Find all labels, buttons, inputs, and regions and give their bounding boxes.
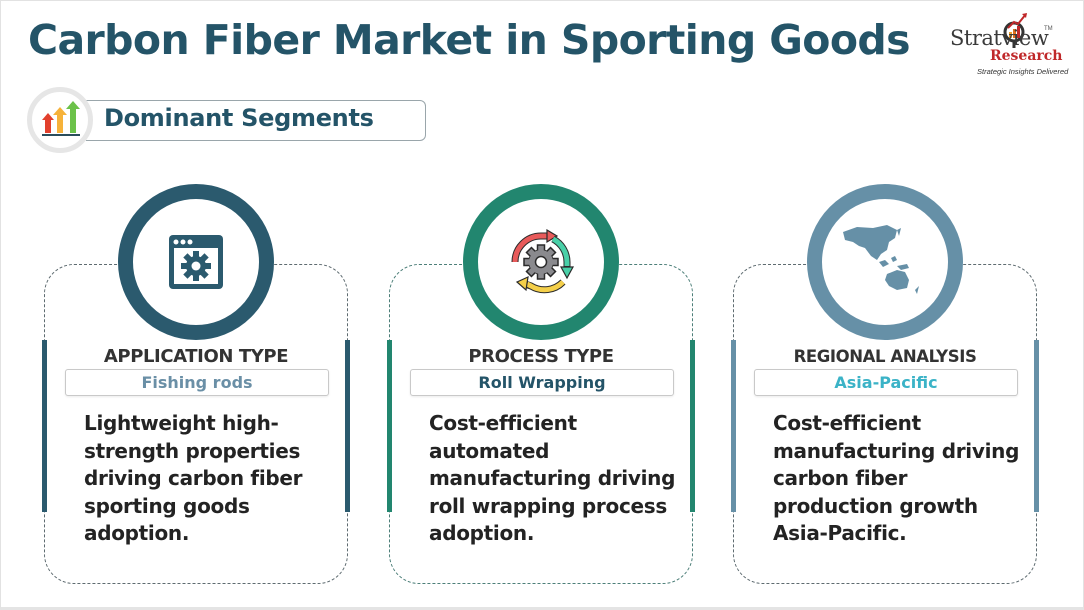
card-heading: APPLICATION TYPE (103, 346, 289, 367)
card-accent-bar-right (1034, 340, 1039, 512)
logo-brand: Stratview (950, 26, 1049, 50)
segment-card-regional-analysis: REGIONAL ANALYSIS Asia-Pacific Cost-effi… (731, 184, 1039, 584)
gear-cycle-icon (511, 228, 575, 294)
card-value: Roll Wrapping (410, 369, 674, 396)
logo-trademark: TM (1044, 26, 1053, 32)
card-accent-bar-left (731, 340, 736, 512)
section-label: Dominant Segments (104, 104, 374, 132)
magnifier-chart-icon (1003, 13, 1027, 48)
logo-tagline: Strategic Insights Delivered (977, 67, 1069, 76)
card-description: Cost-efficient automated manufacturing d… (429, 411, 676, 545)
logo-sub-brand: Research (990, 48, 1063, 64)
card-description: Lightweight high-strength properties dri… (84, 411, 303, 545)
section-label-box (86, 100, 426, 141)
card-icon-ring (463, 184, 619, 340)
segment-card-application-type: APPLICATION TYPE Fishing rods Lightweigh… (42, 184, 350, 584)
asia-pacific-map-icon (843, 225, 919, 294)
page-title: Carbon Fiber Market in Sporting Goods (28, 16, 911, 64)
browser-gear-icon (169, 235, 223, 289)
card-icon-ring (807, 184, 963, 340)
segment-card-process-type: PROCESS TYPE Roll Wrapping Cost-efficien… (387, 184, 695, 584)
growth-arrows-icon (27, 87, 93, 153)
card-icon-ring (118, 184, 274, 340)
card-description: Cost-efficient manufacturing driving car… (773, 411, 1020, 545)
card-accent-bar-right (690, 340, 695, 512)
card-heading: PROCESS TYPE (468, 346, 614, 367)
stratview-logo: Stratview TM Research Strategic Insights… (946, 10, 1076, 80)
card-accent-bar-right (345, 340, 350, 512)
card-heading: REGIONAL ANALYSIS (793, 347, 977, 366)
card-value: Fishing rods (65, 369, 329, 396)
card-accent-bar-left (42, 340, 47, 512)
card-accent-bar-left (387, 340, 392, 512)
card-value: Asia-Pacific (754, 369, 1018, 396)
